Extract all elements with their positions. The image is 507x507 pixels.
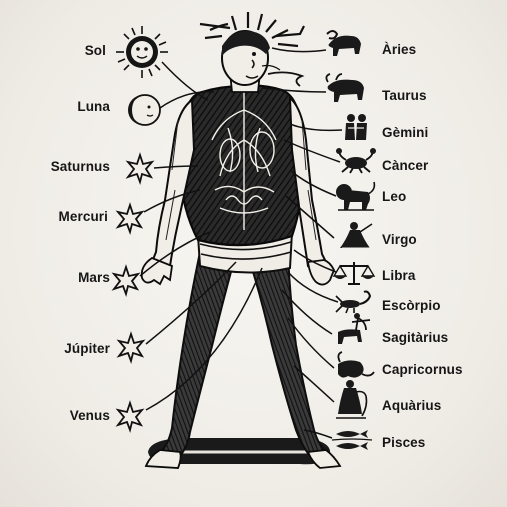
zodiac-connectors (261, 47, 343, 439)
zodiac-label-aquarius: Aquàrius (382, 398, 442, 413)
right-leg (248, 252, 328, 458)
torso (178, 84, 304, 247)
right-hand (306, 259, 335, 286)
jupiter-star-icon (116, 331, 146, 365)
ground-shadow (148, 438, 331, 465)
planet-label-mars: Mars (78, 270, 110, 285)
planet-label-venus: Venus (69, 408, 110, 423)
scorpion-icon (335, 290, 372, 314)
goat-icon (337, 351, 375, 378)
left-hand (140, 256, 173, 286)
water-bearer-icon (336, 380, 368, 419)
zodiac-label-pisces: Pisces (382, 435, 426, 450)
bull-icon (325, 73, 364, 102)
planet-label-sol: Sol (84, 43, 106, 58)
planet-label-luna: Luna (77, 99, 110, 114)
left-arm (150, 98, 196, 268)
planet-label-jupiter: Júpiter (64, 341, 110, 356)
left-foot (144, 449, 182, 469)
saturnus-star-icon (125, 152, 155, 186)
sun-face-icon (116, 26, 168, 78)
right-foot (306, 449, 342, 469)
internal-organs (211, 92, 277, 230)
zodiac-label-virgo: Virgo (382, 232, 417, 247)
head (221, 30, 281, 86)
head-rays (199, 12, 305, 48)
zodiac-label-libra: Libra (382, 268, 416, 283)
zodiac-label-cancer: Càncer (382, 158, 429, 173)
crab-icon (336, 148, 376, 174)
zodiac-label-taurus: Taurus (382, 88, 427, 103)
left-leg (157, 250, 234, 458)
twins-icon (345, 114, 367, 140)
lion-icon (336, 181, 376, 211)
planet-label-mercuri: Mercuri (58, 209, 108, 224)
mars-star-icon (111, 264, 141, 298)
zodiac-label-capricornus: Capricornus (382, 362, 463, 377)
zodiac-man-figure (140, 12, 342, 469)
venus-star-icon (115, 400, 145, 434)
scales-icon (332, 262, 376, 285)
zodiac-label-sagitarius: Sagitàrius (382, 330, 449, 345)
fish-icon (331, 430, 373, 450)
mercuri-star-icon (115, 202, 145, 236)
zodiac-label-escorpio: Escòrpio (382, 298, 441, 313)
zodiac-label-gemini: Gèmini (382, 125, 429, 140)
crescent-moon-face-icon (128, 94, 161, 126)
zodiac-label-leo: Leo (382, 189, 407, 204)
archer-icon (338, 313, 371, 344)
zodiac-label-aries: Àries (382, 42, 417, 57)
planet-connectors (139, 61, 263, 411)
ram-icon (326, 30, 361, 56)
planet-label-saturnus: Saturnus (50, 159, 110, 174)
maiden-icon (340, 222, 373, 249)
